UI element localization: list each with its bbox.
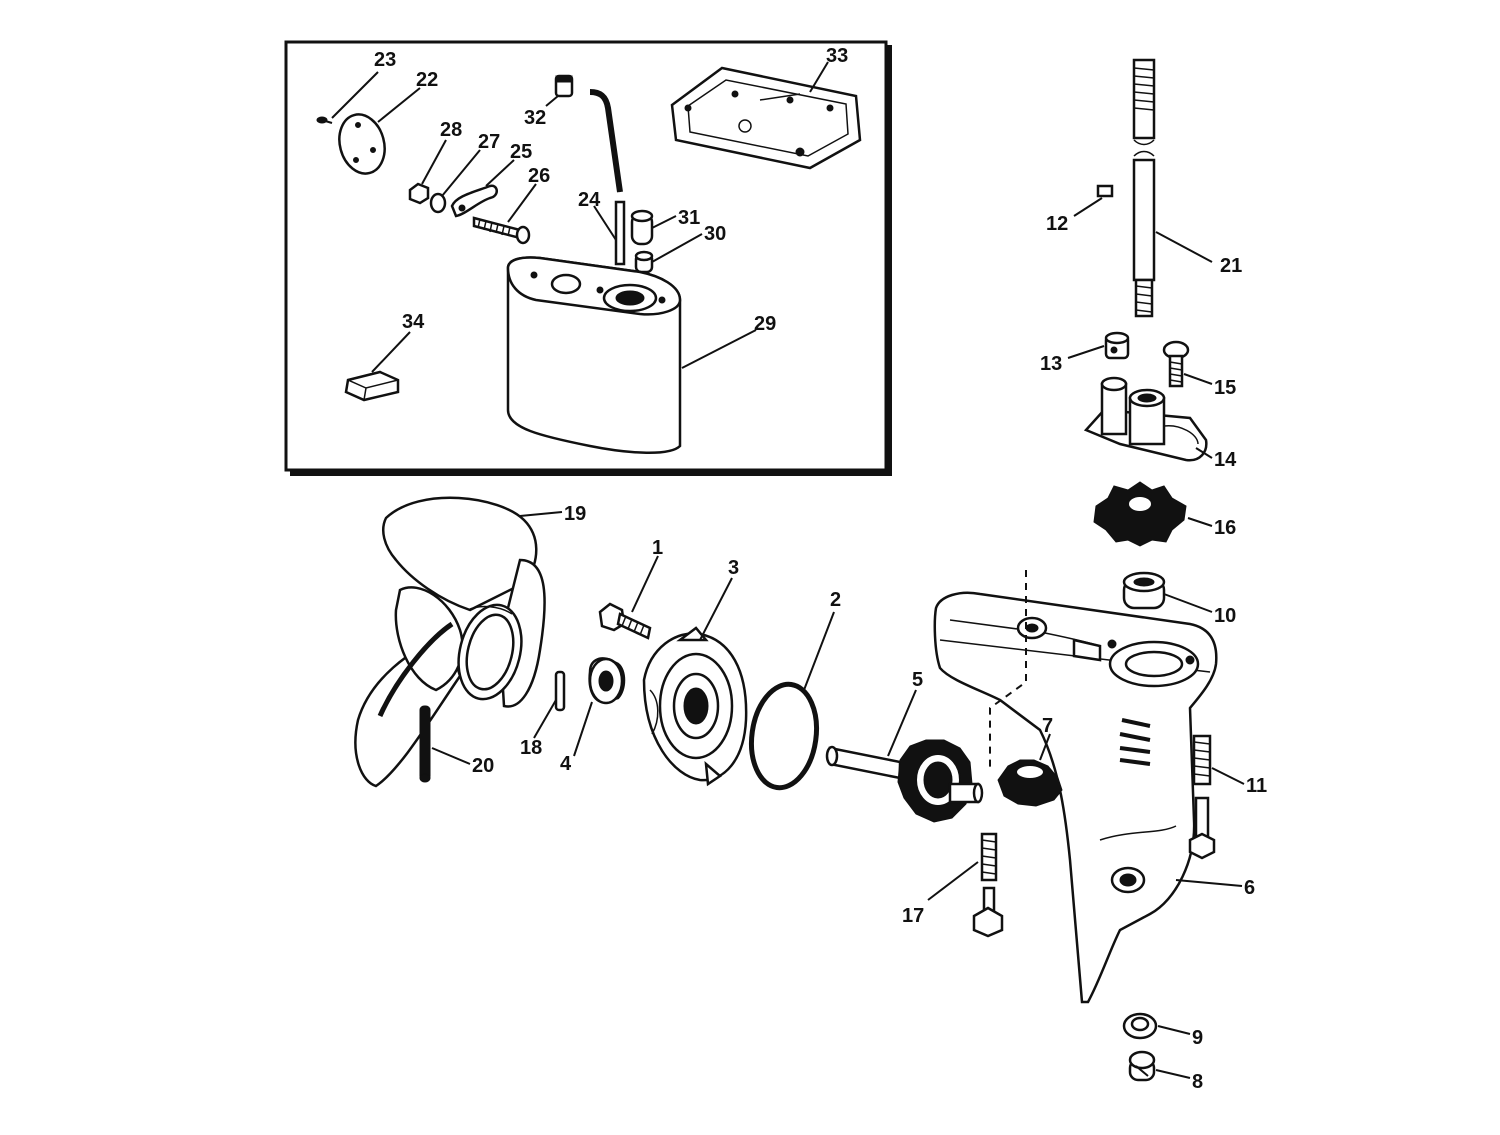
label-3: 3 <box>728 557 739 579</box>
label-26: 26 <box>528 165 550 187</box>
bearing-icon <box>1122 571 1166 610</box>
o-ring-icon <box>748 681 820 791</box>
gearcase-icon <box>933 591 1218 1004</box>
label-27: 27 <box>478 131 500 153</box>
label-2: 2 <box>830 589 841 611</box>
cotter-pin-icon <box>419 705 431 783</box>
propeller-shaft-gear-icon <box>825 739 984 823</box>
stud-screw-icon <box>1188 734 1216 860</box>
label-11: 11 <box>1246 775 1267 797</box>
impeller-icon <box>1093 481 1187 547</box>
label-20: 20 <box>472 755 494 777</box>
label-21: 21 <box>1220 255 1242 277</box>
label-32: 32 <box>524 107 546 129</box>
part-labels: 1 2 3 4 5 6 7 8 9 10 11 12 13 14 15 16 1… <box>374 45 1267 1093</box>
nut-icon <box>408 182 430 205</box>
bearing-housing-icon <box>642 626 748 787</box>
label-10: 10 <box>1214 605 1236 627</box>
label-29: 29 <box>754 313 776 335</box>
drive-shaft-icon <box>1132 58 1156 318</box>
label-1: 1 <box>652 537 663 559</box>
label-33: 33 <box>826 45 848 67</box>
screw-icon <box>472 216 531 245</box>
label-14: 14 <box>1214 449 1237 471</box>
exhaust-housing-icon <box>506 256 682 454</box>
label-12: 12 <box>1046 213 1068 235</box>
grommet-icon <box>554 74 574 98</box>
label-6: 6 <box>1244 877 1255 899</box>
clamp-icon <box>450 184 498 218</box>
washer-icon <box>429 192 447 214</box>
water-tube-icon <box>589 89 626 266</box>
label-5: 5 <box>912 669 923 691</box>
label-9: 9 <box>1192 1027 1203 1049</box>
collar-icon <box>1104 331 1130 360</box>
stud-screw-icon <box>972 832 1004 938</box>
label-8: 8 <box>1192 1071 1203 1093</box>
grommet-icon <box>630 209 654 246</box>
label-34: 34 <box>402 311 425 333</box>
label-22: 22 <box>416 69 438 91</box>
drain-screw-icon <box>1128 1050 1156 1082</box>
label-17: 17 <box>902 905 924 927</box>
screw-icon <box>316 116 333 124</box>
plate-icon <box>338 113 386 175</box>
label-18: 18 <box>520 737 542 759</box>
label-19: 19 <box>564 503 586 525</box>
label-16: 16 <box>1214 517 1236 539</box>
label-25: 25 <box>510 141 532 163</box>
label-15: 15 <box>1214 377 1236 399</box>
label-4: 4 <box>560 753 572 775</box>
bolt-icon <box>598 602 652 640</box>
shear-pin-icon <box>554 670 566 712</box>
spacer-block-icon <box>344 370 400 402</box>
pinion-gear-icon <box>997 759 1063 807</box>
pin-icon <box>1096 184 1114 198</box>
gasket-icon <box>670 66 862 170</box>
label-7: 7 <box>1042 715 1053 737</box>
label-13: 13 <box>1040 353 1062 375</box>
bushing-icon <box>588 657 626 705</box>
gasket-washer-icon <box>1122 1012 1158 1040</box>
label-30: 30 <box>704 223 726 245</box>
propeller-icon <box>354 496 546 788</box>
screw-icon <box>1162 340 1190 388</box>
pump-housing-icon <box>1083 376 1208 462</box>
label-24: 24 <box>578 189 601 211</box>
label-23: 23 <box>374 49 396 71</box>
label-31: 31 <box>678 207 700 229</box>
grommet-icon <box>634 250 654 274</box>
label-28: 28 <box>440 119 462 141</box>
